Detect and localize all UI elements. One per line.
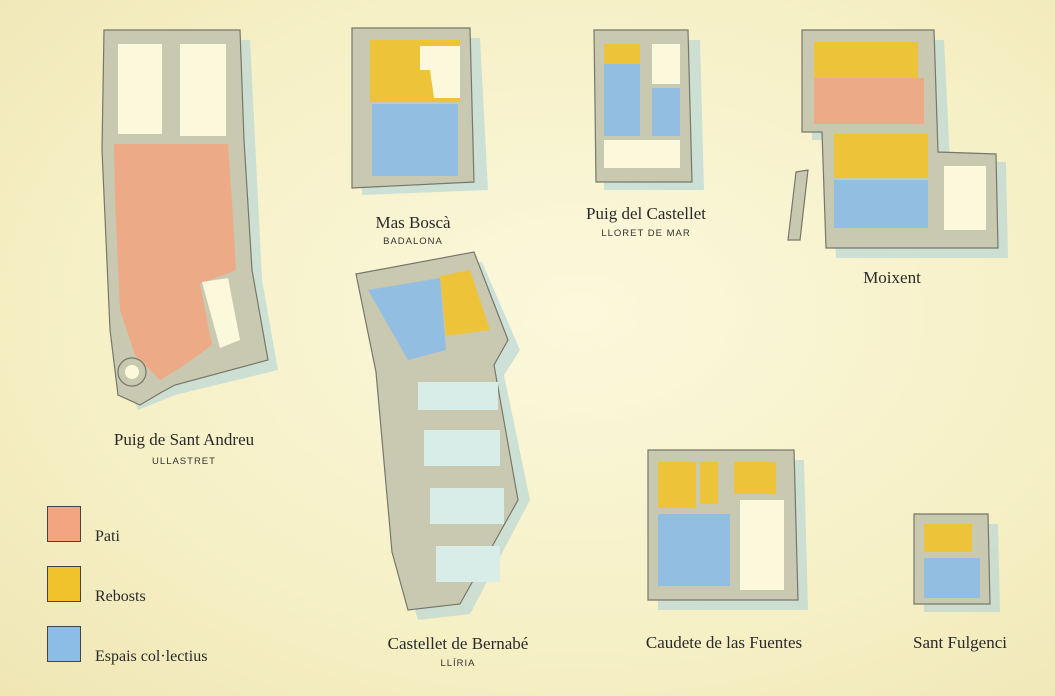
plan-sublabel-puig-de-sant-andreu: ULLASTRET (152, 456, 216, 467)
plan-puig-del-castellet (593, 29, 704, 190)
plan-label-mas-bosca: Mas Boscà (375, 213, 451, 232)
room-rebosts (924, 524, 972, 552)
plan-label-sant-fulgenci: Sant Fulgenci (913, 633, 1007, 652)
plan-sant-fulgenci (913, 513, 1000, 612)
room-rebosts (604, 44, 640, 64)
legend-item-pati: Pati (47, 506, 120, 545)
plan-mas-bosca (351, 27, 488, 195)
plan-label-puig-del-castellet: Puig del Castellet (586, 204, 706, 223)
legend-label-rebosts: Rebosts (95, 588, 146, 605)
legend-swatch-espais (47, 626, 81, 662)
plan-sublabel-castellet-de-bernabe: LLÍRIA (440, 658, 476, 669)
room-espais (604, 64, 640, 136)
plan-caudete-de-las-fuentes (647, 449, 808, 610)
room-espais (658, 514, 730, 586)
room-espais (368, 278, 446, 360)
legend-item-espais: Espais col·lectius (47, 626, 207, 665)
legend-label-pati: Pati (95, 528, 120, 545)
room-espais (924, 558, 980, 598)
room-espais (834, 180, 928, 228)
plan-castellet-de-bernabe (355, 251, 530, 620)
plan-moixent (787, 29, 1008, 258)
legend-swatch-pati (47, 506, 81, 542)
room-rebosts (700, 462, 718, 504)
room-pati (814, 78, 924, 124)
room-espais (652, 88, 680, 136)
plan-label-castellet-de-bernabe: Castellet de Bernabé (387, 634, 529, 653)
plan-sublabel-mas-bosca: BADALONA (383, 236, 443, 247)
plan-label-caudete-de-las-fuentes: Caudete de las Fuentes (645, 633, 803, 652)
legend-swatch-rebosts (47, 566, 81, 602)
legend-item-rebosts: Rebosts (47, 566, 146, 605)
legend-label-espais: Espais col·lectius (95, 648, 208, 665)
room-rebosts (658, 462, 696, 508)
plan-puig-de-sant-andreu (101, 29, 278, 410)
plan-sublabel-puig-del-castellet: LLORET DE MAR (601, 228, 691, 239)
room-rebosts (814, 42, 918, 78)
room-espais (372, 104, 458, 176)
room-rebosts (834, 134, 928, 178)
room-pati (114, 144, 236, 380)
plan-label-puig-de-sant-andreu: Puig de Sant Andreu (113, 430, 255, 449)
room-rebosts (734, 462, 776, 494)
plan-label-moixent: Moixent (863, 268, 921, 287)
room-rebosts (440, 270, 490, 336)
